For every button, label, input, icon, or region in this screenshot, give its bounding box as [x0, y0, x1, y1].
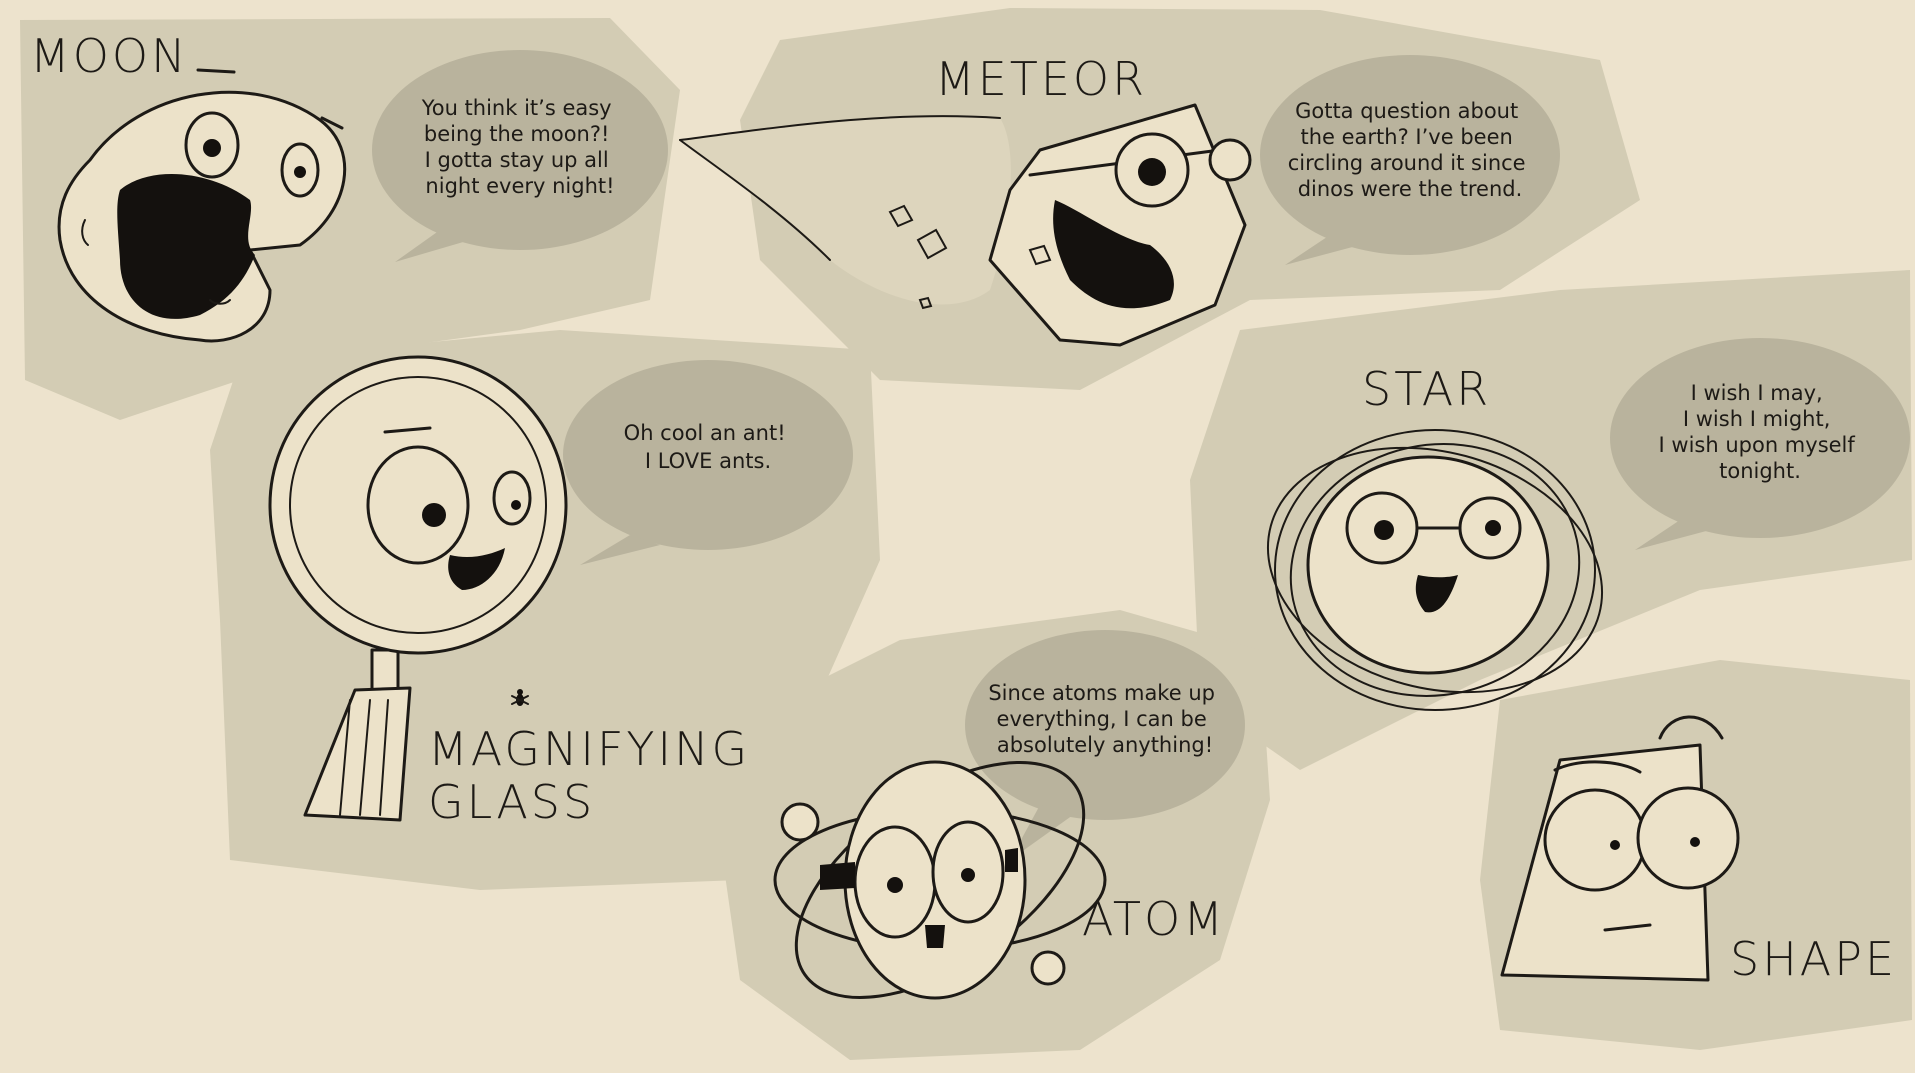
moon-character — [57, 68, 347, 343]
ant-icon — [511, 689, 529, 706]
star-character — [1266, 429, 1604, 711]
meteor-character — [679, 103, 1252, 347]
atom-speech-bubble — [965, 630, 1245, 860]
atom-label: ATOM — [1082, 892, 1226, 946]
star-speech-text: I wish I may, I wish I might, I wish upo… — [1659, 381, 1862, 483]
star-label: STAR — [1362, 362, 1491, 416]
star-speech-bubble — [1610, 338, 1910, 550]
magnifying-speech-bubble — [563, 360, 853, 565]
magnifying-glass-character — [268, 355, 568, 822]
meteor-label: METEOR — [935, 52, 1147, 106]
meteor-speech-bubble — [1260, 55, 1560, 265]
magnifying-label-line2: GLASS — [428, 775, 595, 829]
magnifying-label-line1: MAGNIFYING — [428, 722, 750, 776]
meteor-speech-text: Gotta question about the earth? I’ve bee… — [1288, 99, 1533, 201]
moon-label: MOON — [30, 29, 189, 83]
atom-speech-text: Since atoms make up everything, I can be… — [988, 681, 1221, 757]
shape-character — [1500, 715, 1740, 982]
moon-speech-bubble — [372, 50, 668, 262]
moon-speech-text: You think it’s easy being the moon?! I g… — [421, 96, 619, 198]
magnifying-speech-text: Oh cool an ant! I LOVE ants. — [624, 421, 793, 473]
shape-label: SHAPE — [1730, 932, 1897, 986]
atom-character — [773, 760, 1107, 1000]
